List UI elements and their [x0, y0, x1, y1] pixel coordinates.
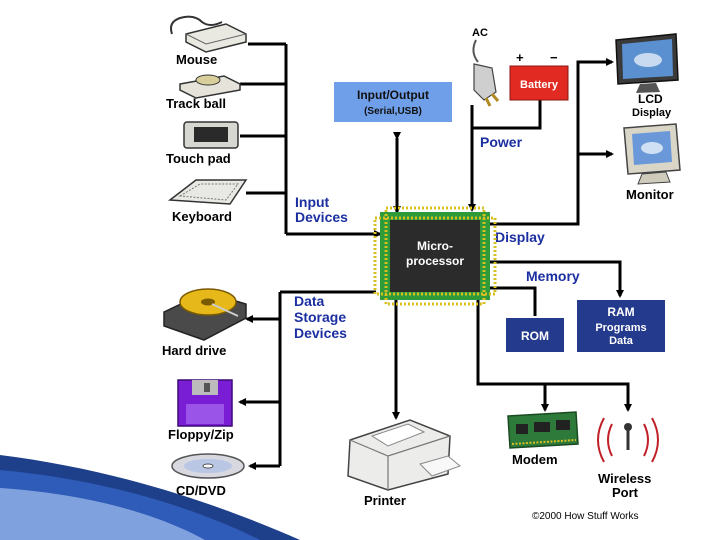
- keyboard-device: Keyboard: [167, 179, 248, 224]
- ac-plug: AC: [472, 27, 500, 107]
- lcd-label-line1: LCD: [638, 92, 663, 106]
- display-bus-lines: [488, 58, 614, 226]
- display-heading: Display: [495, 229, 545, 245]
- input-devices-heading-line2: Devices: [295, 209, 348, 225]
- trackball-label: Track ball: [166, 96, 226, 111]
- monitor-icon: [623, 123, 681, 185]
- monitor: Monitor: [623, 123, 681, 202]
- monitor-label: Monitor: [626, 187, 674, 202]
- ram-label-line2: Programs: [595, 322, 646, 334]
- ram-label-line1: RAM: [607, 305, 634, 319]
- rom-label: ROM: [521, 329, 549, 343]
- credit-text: ©2000 How Stuff Works: [532, 511, 639, 522]
- hard-drive-label: Hard drive: [162, 343, 226, 358]
- input-bus-lines: [240, 42, 382, 238]
- cd-label: CD/DVD: [176, 483, 226, 498]
- modem-card-icon: [507, 411, 579, 449]
- io-label-line1: Input/Output: [357, 88, 429, 102]
- wireless-port: Wireless Port: [597, 417, 659, 500]
- plug-icon: [472, 39, 500, 107]
- touchpad-icon: [183, 121, 239, 149]
- modem: Modem: [507, 411, 579, 467]
- cd-drive: CD/DVD: [171, 453, 245, 498]
- lcd-display: LCD Display: [615, 33, 679, 119]
- cd-disc-icon: [171, 453, 245, 479]
- battery-plus: +: [516, 50, 524, 65]
- lcd-display-icon: [615, 33, 679, 93]
- cpu-label-line1: Micro-: [417, 239, 453, 253]
- touchpad-label: Touch pad: [166, 151, 231, 166]
- printer-icon: [347, 419, 461, 491]
- lcd-label-line2: Display: [632, 107, 672, 119]
- ac-label: AC: [472, 27, 488, 39]
- power-heading: Power: [480, 134, 523, 150]
- slide-corner-band: [0, 455, 300, 540]
- storage-heading-line1: Data: [294, 293, 325, 309]
- wireless-label-line2: Port: [612, 485, 639, 500]
- keyboard-label: Keyboard: [172, 209, 232, 224]
- battery: + − Battery: [509, 50, 569, 101]
- hard-drive: Hard drive: [162, 288, 247, 358]
- ram-box: RAM Programs Data: [577, 300, 665, 352]
- trackball-device: Track ball: [166, 74, 241, 111]
- power-bus-lines: [468, 100, 542, 212]
- mouse-icon: [170, 15, 247, 53]
- modem-label: Modem: [512, 452, 558, 467]
- storage-heading-line2: Storage: [294, 309, 346, 325]
- mouse-label: Mouse: [176, 52, 217, 67]
- ram-label-line3: Data: [609, 335, 634, 347]
- peripheral-bus-lines: [474, 292, 632, 412]
- printer: Printer: [347, 419, 461, 508]
- cpu-label-line2: processor: [406, 254, 464, 268]
- storage-heading-line3: Devices: [294, 325, 347, 341]
- trackball-icon: [179, 74, 241, 99]
- mouse-device: Mouse: [170, 15, 247, 67]
- input-devices-heading-line1: Input: [295, 194, 330, 210]
- io-label-line2: (Serial,USB): [364, 106, 422, 117]
- printer-label: Printer: [364, 493, 406, 508]
- touchpad-device: Touch pad: [166, 121, 239, 166]
- floppy-drive: Floppy/Zip: [168, 379, 234, 442]
- keyboard-icon: [167, 179, 248, 205]
- storage-bus-lines: [238, 290, 376, 470]
- memory-heading: Memory: [526, 268, 580, 284]
- hard-drive-icon: [163, 288, 247, 341]
- battery-label: Battery: [520, 79, 559, 91]
- floppy-disk-icon: [177, 379, 233, 427]
- wireless-label-line1: Wireless: [598, 471, 651, 486]
- floppy-label: Floppy/Zip: [168, 427, 234, 442]
- wireless-signal-icon: [597, 417, 659, 463]
- rom-box: ROM: [506, 318, 564, 352]
- battery-minus: −: [550, 50, 558, 65]
- io-box: Input/Output (Serial,USB): [334, 82, 452, 122]
- microprocessor-chip: Micro- processor: [373, 206, 497, 306]
